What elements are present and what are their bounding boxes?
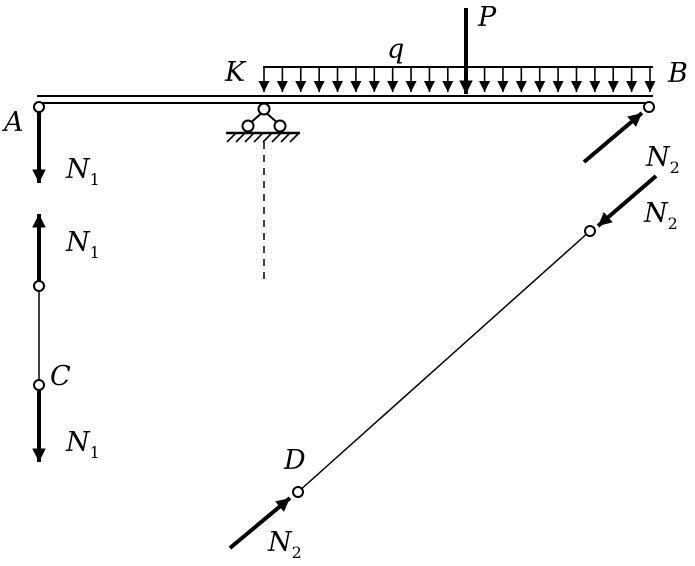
label-K: K	[224, 57, 247, 88]
pin-support-K	[226, 102, 300, 143]
hatch-line	[235, 132, 246, 143]
label-C: C	[50, 361, 71, 392]
distributed-load-q	[258, 66, 656, 92]
hatch-line	[280, 132, 291, 143]
hatch-line	[253, 132, 264, 143]
ground-hatching	[226, 132, 300, 143]
label-q: q	[387, 34, 404, 65]
hatch-line	[226, 132, 237, 143]
label-N1-A: N1	[65, 154, 100, 189]
label-N2-D: N2	[267, 527, 302, 562]
label-P: P	[477, 2, 497, 33]
joint-A	[33, 101, 45, 113]
joint-B	[643, 101, 655, 113]
label-D: D	[283, 445, 306, 476]
rod-AC	[32, 214, 46, 462]
force-N2-arrow-upper	[596, 174, 658, 228]
hatch-line	[244, 132, 255, 143]
force-N2-arrow-B	[582, 111, 644, 164]
hatch-line	[289, 132, 300, 143]
label-B: B	[667, 58, 688, 89]
force-N2-arrow-D	[228, 496, 292, 550]
label-N2-upper: N2	[643, 198, 678, 233]
label-N2-B: N2	[645, 142, 680, 177]
label-A: A	[1, 107, 24, 138]
hatch-line	[271, 132, 282, 143]
hatch-line	[262, 132, 273, 143]
beam	[37, 95, 653, 104]
rod-BD	[228, 174, 658, 550]
load-arrows	[258, 67, 656, 92]
label-N1-C: N1	[65, 427, 100, 462]
label-N1-up: N1	[65, 227, 100, 262]
